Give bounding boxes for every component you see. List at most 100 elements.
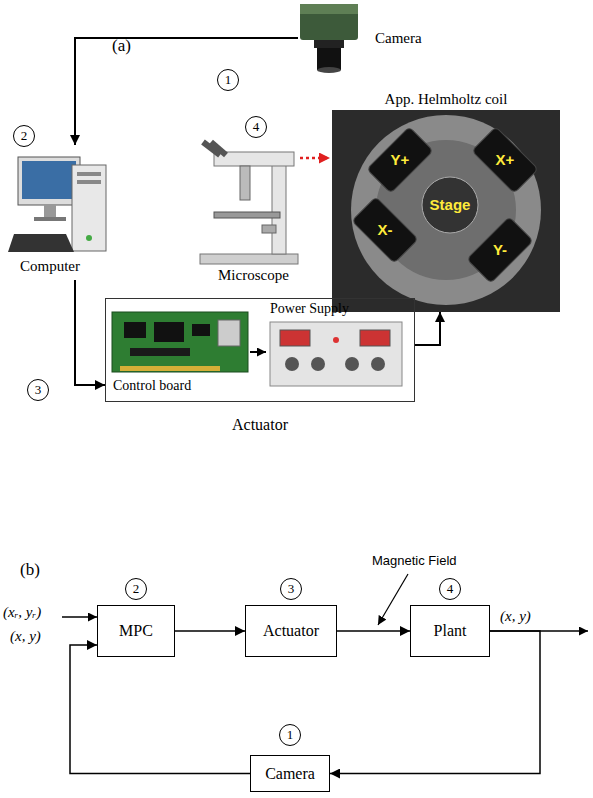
photo-label: X+ xyxy=(496,151,515,168)
helmholtz-coil: App. Helmholtz coilY+ X+ StageX- Y- xyxy=(330,90,562,312)
camera-picture xyxy=(300,4,358,14)
control-board-picture xyxy=(154,322,184,342)
helmholtz-coil-photo xyxy=(467,217,533,283)
actuator-group: Power SupplyControl boardActuator xyxy=(105,298,415,436)
control-board-picture xyxy=(130,348,190,356)
computer-picture xyxy=(18,157,80,205)
actuator-frame xyxy=(105,298,415,402)
camera-device: Camera xyxy=(298,0,438,76)
input-arrow xyxy=(62,616,97,618)
power-supply-picture xyxy=(270,322,402,386)
control-board-picture xyxy=(192,324,210,336)
callout-number: 4 xyxy=(245,116,267,138)
control-board-picture xyxy=(112,312,248,372)
power-supply-picture xyxy=(311,357,325,371)
control-board-picture xyxy=(112,312,248,372)
node-label: Microscope xyxy=(218,267,289,284)
node-label: Power Supply xyxy=(270,301,349,317)
computer-picture xyxy=(86,235,92,241)
microscope-picture xyxy=(262,225,276,233)
optical-path-arrow xyxy=(300,157,330,160)
camera-picture xyxy=(317,67,341,73)
helmholtz-coil-photo xyxy=(351,115,541,305)
helmholtz-coil-photo xyxy=(332,110,560,312)
signal-arrow xyxy=(70,645,250,774)
callout-number: 3 xyxy=(27,379,49,401)
signal-label: (xᵣ, yᵣ) xyxy=(3,604,41,621)
microscope-picture xyxy=(240,166,250,200)
computer-picture xyxy=(77,172,101,176)
signal-arrow xyxy=(330,631,540,774)
control-board-picture xyxy=(218,320,240,346)
signal-label: (x, y) xyxy=(10,628,41,645)
power-supply-picture xyxy=(360,330,390,346)
node-label: MPC xyxy=(119,622,153,640)
computer-picture xyxy=(72,165,106,251)
annotation: Magnetic Field xyxy=(372,554,457,569)
signal-arrow xyxy=(75,280,105,385)
node-label: App. Helmholtz coil xyxy=(385,91,508,108)
process-box: Actuator xyxy=(245,605,337,657)
node-label: Actuator xyxy=(105,416,415,434)
power-supply-picture xyxy=(345,357,359,371)
camera-picture xyxy=(300,4,358,73)
helmholtz-coil-photo xyxy=(367,127,433,193)
process-box: Plant xyxy=(410,605,490,657)
node-label: Plant xyxy=(434,622,467,640)
node-label: Camera xyxy=(265,764,315,782)
power-supply-picture xyxy=(280,330,310,346)
computer-device: Computer xyxy=(10,145,110,280)
camera-picture xyxy=(317,48,341,70)
power-supply-picture xyxy=(333,337,339,343)
computer-picture xyxy=(8,234,74,252)
callout-number: 2 xyxy=(13,125,35,147)
process-box: Camera xyxy=(250,755,330,792)
microscope-picture xyxy=(200,142,298,264)
photo-label: Y- xyxy=(493,241,507,258)
signal-arrow xyxy=(75,38,298,145)
control-board-picture xyxy=(120,366,220,371)
photo-label: X- xyxy=(378,221,393,238)
process-box: MPC xyxy=(97,605,175,657)
control-board-picture xyxy=(124,322,146,338)
computer-picture xyxy=(22,161,76,199)
callout-number: 3 xyxy=(280,578,302,600)
node-label: Camera xyxy=(375,30,422,47)
node-label: Actuator xyxy=(263,622,319,640)
microscope-picture xyxy=(200,254,298,264)
microscope-picture xyxy=(214,212,280,218)
power-supply-picture xyxy=(285,357,299,371)
signal-label: (x, y) xyxy=(500,608,531,625)
signal-arrow xyxy=(250,351,266,353)
computer-picture xyxy=(77,180,101,184)
helmholtz-coil-photo xyxy=(472,127,538,193)
camera-picture xyxy=(314,40,344,48)
callout-number: 2 xyxy=(125,578,147,600)
camera-picture xyxy=(300,4,358,40)
callout-number: 1 xyxy=(217,69,239,91)
computer-picture xyxy=(8,157,106,252)
helmholtz-coil-photo xyxy=(422,177,478,233)
microscope-device: Microscope xyxy=(190,140,300,285)
signal-arrow xyxy=(175,630,245,632)
leader-arrow xyxy=(378,574,408,625)
panel-label: (a) xyxy=(112,36,131,56)
computer-picture xyxy=(44,205,56,217)
power-supply-picture xyxy=(371,357,385,371)
microscope-picture xyxy=(272,160,286,254)
node-label: Control board xyxy=(113,378,191,394)
computer-picture xyxy=(34,217,66,221)
callout-number: 1 xyxy=(279,724,301,746)
microscope-picture xyxy=(211,142,226,155)
helmholtz-coil-photo xyxy=(332,110,560,312)
helmholtz-coil-photo xyxy=(352,197,418,263)
power-supply-picture xyxy=(270,322,402,386)
photo-label: Y+ xyxy=(391,151,410,168)
signal-arrow xyxy=(337,630,410,632)
photo-label: Stage xyxy=(430,196,471,213)
node-label: Computer xyxy=(20,258,80,275)
